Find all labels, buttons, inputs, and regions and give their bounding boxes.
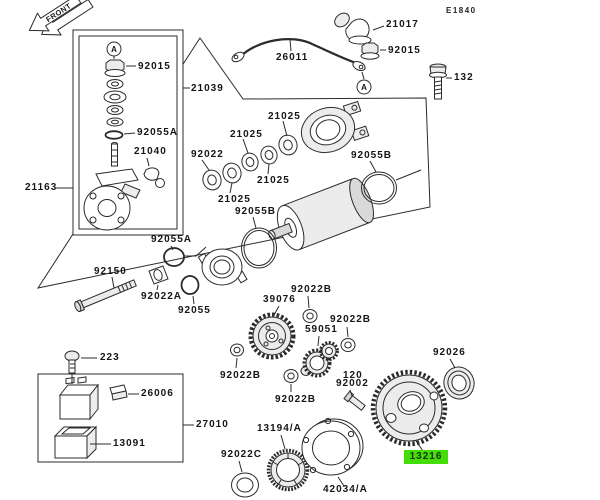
washer-stack (103, 79, 127, 127)
bolt-132-part (429, 63, 452, 100)
svg-text:A: A (361, 83, 367, 92)
motor-end-bracket (300, 100, 370, 154)
part-label-223[interactable]: 223 (100, 352, 120, 363)
battery-cable-26011 (231, 38, 366, 72)
terminal-stud (95, 142, 141, 199)
brush-plate (83, 185, 131, 231)
lever-21040-part (143, 157, 165, 188)
ref-marker-a-top: A (106, 41, 122, 59)
part-label-92022b-left[interactable]: 92022B (220, 370, 262, 381)
part-label-21039[interactable]: 21039 (191, 83, 224, 94)
nut-92015-part (104, 59, 136, 77)
o-ring-92055a-low (163, 245, 207, 267)
part-label-92022b-right[interactable]: 92022B (330, 314, 372, 325)
gear-59051-part (300, 335, 339, 378)
motor-yoke (268, 177, 374, 251)
gear-39076-part (248, 305, 296, 360)
bearing-92026-part (443, 358, 475, 400)
part-label-59051[interactable]: 59051 (305, 324, 338, 335)
terminal-cap-21017 (334, 12, 385, 45)
bolt-92150-part (74, 276, 137, 313)
part-label-39076[interactable]: 39076 (263, 294, 296, 305)
sprocket-13216-part (370, 369, 448, 452)
part-label-92055a-box[interactable]: 92055A (137, 127, 179, 138)
part-label-21025-a[interactable]: 21025 (268, 111, 301, 122)
nut-92015-right-part (360, 42, 386, 60)
holder-13091-part (53, 425, 111, 460)
part-label-21025-d[interactable]: 21025 (218, 194, 251, 205)
part-label-92022b-bottom[interactable]: 92022B (275, 394, 317, 405)
o-ring-92055b-right (361, 160, 422, 205)
part-label-21025-b[interactable]: 21025 (230, 129, 263, 140)
part-label-92022a[interactable]: 92022A (141, 291, 183, 302)
part-label-92022c[interactable]: 92022C (221, 449, 263, 460)
clutch-13194a-part (266, 434, 310, 492)
part-label-42034a[interactable]: 42034/A (323, 484, 368, 495)
part-label-27010[interactable]: 27010 (196, 419, 229, 430)
o-ring-92055b-left (241, 216, 277, 269)
part-label-13216-highlighted[interactable]: 13216 (404, 450, 448, 464)
diagram-code: E1840 (446, 6, 477, 15)
o-ring-92055a-box (104, 130, 136, 140)
part-label-92055a-low[interactable]: 92055A (151, 234, 193, 245)
part-label-92015-right[interactable]: 92015 (388, 45, 421, 56)
part-label-132[interactable]: 132 (454, 72, 474, 83)
washers-92022b (230, 295, 356, 392)
ref-marker-a-cable: A (356, 71, 372, 95)
part-label-21017[interactable]: 21017 (386, 19, 419, 30)
relay-26008-body (58, 374, 100, 421)
part-label-92055[interactable]: 92055 (178, 305, 211, 316)
part-label-92026[interactable]: 92026 (433, 347, 466, 358)
plate-42034a-part (301, 417, 364, 487)
armature-end-cap (197, 248, 248, 286)
part-label-120[interactable]: 120 (343, 370, 363, 381)
part-label-92022[interactable]: 92022 (191, 149, 224, 160)
part-label-21040[interactable]: 21040 (134, 146, 167, 157)
part-label-92015-top[interactable]: 92015 (138, 61, 171, 72)
part-label-92002[interactable]: 92002 (336, 378, 369, 389)
part-label-92150[interactable]: 92150 (94, 266, 127, 277)
part-label-92055b-left[interactable]: 92055B (235, 206, 277, 217)
part-label-13194a[interactable]: 13194/A (257, 423, 302, 434)
part-label-13091[interactable]: 13091 (113, 438, 146, 449)
fuse-26006-part (109, 384, 139, 401)
screw-92002-part (343, 389, 366, 411)
part-label-26011[interactable]: 26011 (276, 52, 309, 63)
o-ring-92055 (180, 275, 200, 305)
part-label-21163[interactable]: 21163 (25, 182, 58, 193)
washer-row (201, 120, 298, 194)
bolt-223-part (64, 350, 97, 374)
part-label-21025-c[interactable]: 21025 (257, 175, 290, 186)
svg-text:A: A (111, 45, 117, 54)
part-label-92022b-top[interactable]: 92022B (291, 284, 333, 295)
washer-92022c-part (231, 460, 259, 498)
part-label-92055b-right[interactable]: 92055B (351, 150, 393, 161)
washer-92022a-part (148, 265, 169, 291)
part-label-26006[interactable]: 26006 (141, 388, 174, 399)
